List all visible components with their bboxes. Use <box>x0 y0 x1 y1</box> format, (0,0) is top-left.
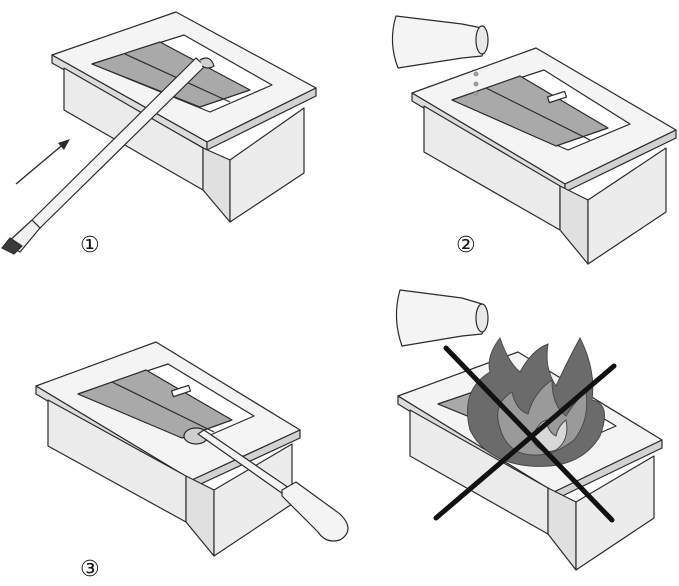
pitcher-icon <box>391 15 489 69</box>
panel-1: ① <box>1 11 317 258</box>
panel-2: ② <box>391 15 677 265</box>
step-label-1: ① <box>80 233 100 258</box>
pitcher-icon <box>395 289 489 347</box>
drops-icon <box>473 71 479 97</box>
cross-icon <box>433 345 617 523</box>
burner-box <box>51 11 317 223</box>
cover-tool-icon <box>183 427 349 542</box>
flame-icon <box>467 336 605 467</box>
lighter-rod-icon <box>1 57 215 255</box>
arrow-icon <box>15 139 70 185</box>
step-label-2: ② <box>456 233 476 258</box>
step-label-3: ③ <box>80 557 100 582</box>
panel-4 <box>395 289 663 571</box>
burner-box <box>35 341 301 557</box>
panel-3: ③ <box>35 341 349 582</box>
burner-box <box>411 47 677 265</box>
